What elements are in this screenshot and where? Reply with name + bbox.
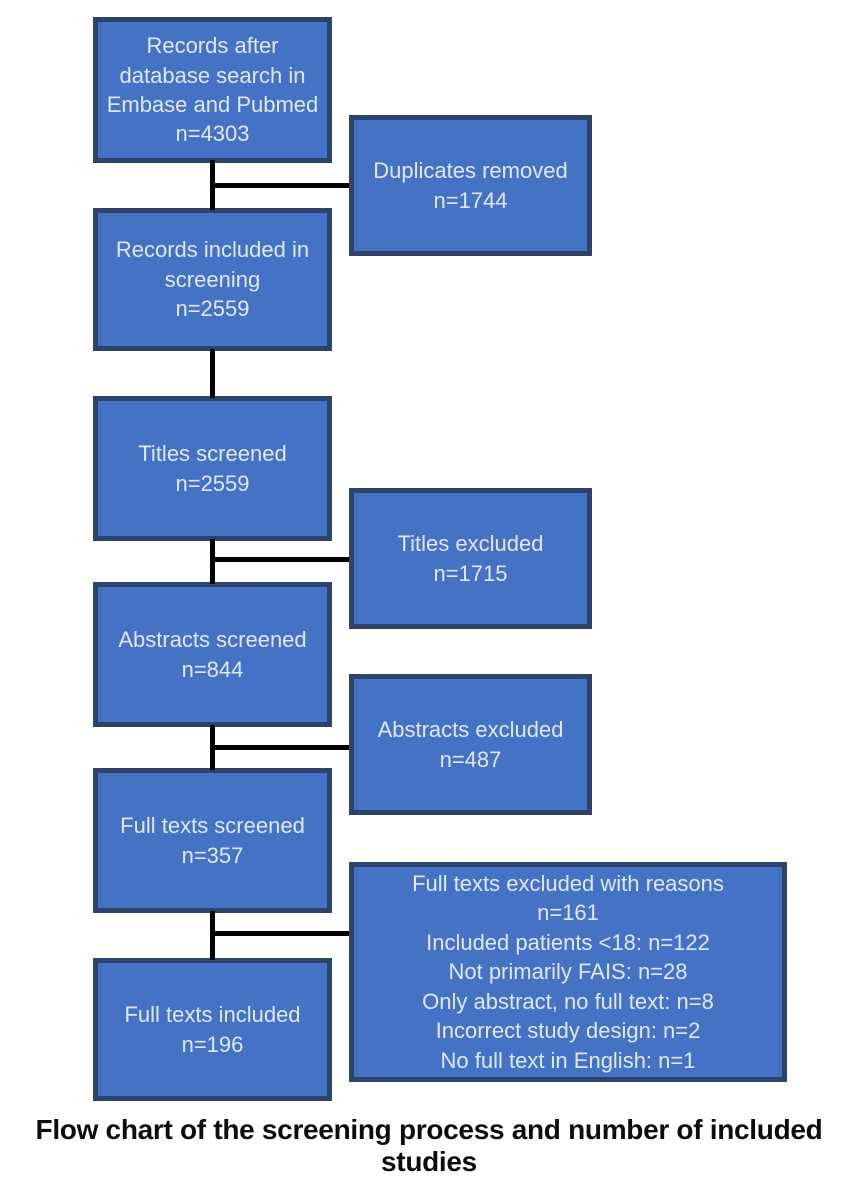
figure-caption: Flow chart of the screening process and …	[35, 1114, 823, 1177]
connector-branch-fulltexts-excluded	[212, 931, 349, 936]
connector-branch-titles-excluded	[212, 557, 349, 562]
connector-vertical-screening-to-titles	[210, 349, 215, 398]
connector-branch-abstracts-excluded	[212, 745, 349, 750]
connector-branch-duplicates-removed	[212, 183, 349, 188]
